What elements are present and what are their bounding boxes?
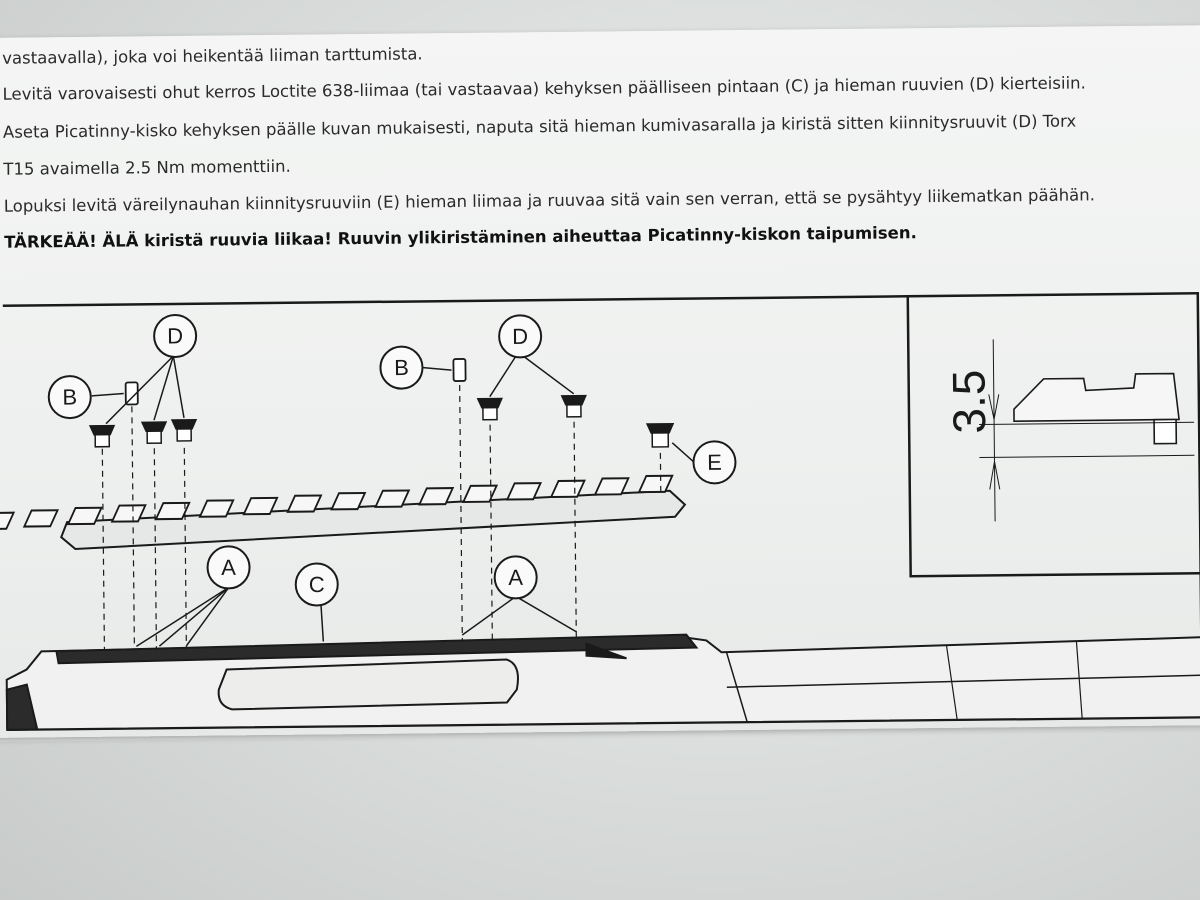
- callout-e: E: [707, 450, 722, 475]
- callout-leaders: [91, 351, 695, 648]
- screws-d: [88, 394, 587, 448]
- instruction-sheet: vastaavalla), joka voi heikentää liiman …: [0, 25, 1200, 738]
- detail-inset: [979, 339, 1195, 522]
- picatinny-rail: [0, 474, 687, 551]
- callout-c: C: [309, 572, 325, 597]
- callout-b-left: B: [62, 385, 77, 410]
- detail-dimension: 3.5: [943, 369, 996, 433]
- callout-circles: [47, 313, 737, 607]
- instruction-text: vastaavalla), joka voi heikentää liiman …: [2, 33, 1182, 251]
- text-continuation: vastaavalla), joka voi heikentää liiman …: [2, 44, 423, 68]
- assembly-diagram: D B B D E A C A 3.5: [0, 291, 1200, 732]
- assembly-guide-lines: [101, 384, 662, 651]
- callout-d-left: D: [167, 323, 183, 348]
- step-text: Levitä varovaisesti ohut kerros Loctite …: [2, 73, 1086, 104]
- step-text: Aseta Picatinny-kisko kehyksen päälle ku…: [2, 111, 1077, 142]
- callout-a-right: A: [508, 565, 523, 590]
- callout-labels: D B B D E A C A: [62, 323, 722, 597]
- callout-a-left: A: [221, 555, 236, 580]
- rifle-receiver: [5, 633, 1200, 731]
- pins-b: [124, 358, 467, 406]
- callout-d-right: D: [512, 324, 528, 349]
- step-text: Lopuksi levitä väreilynauhan kiinnitysru…: [3, 185, 1096, 216]
- screw-e: [645, 423, 675, 448]
- callout-b-right: B: [394, 355, 409, 380]
- warning-text: TÄRKEÄÄ! ÄLÄ kiristä ruuvia liikaa! Ruuv…: [4, 223, 917, 252]
- step-text: T15 avaimella 2.5 Nm momenttiin.: [3, 156, 291, 179]
